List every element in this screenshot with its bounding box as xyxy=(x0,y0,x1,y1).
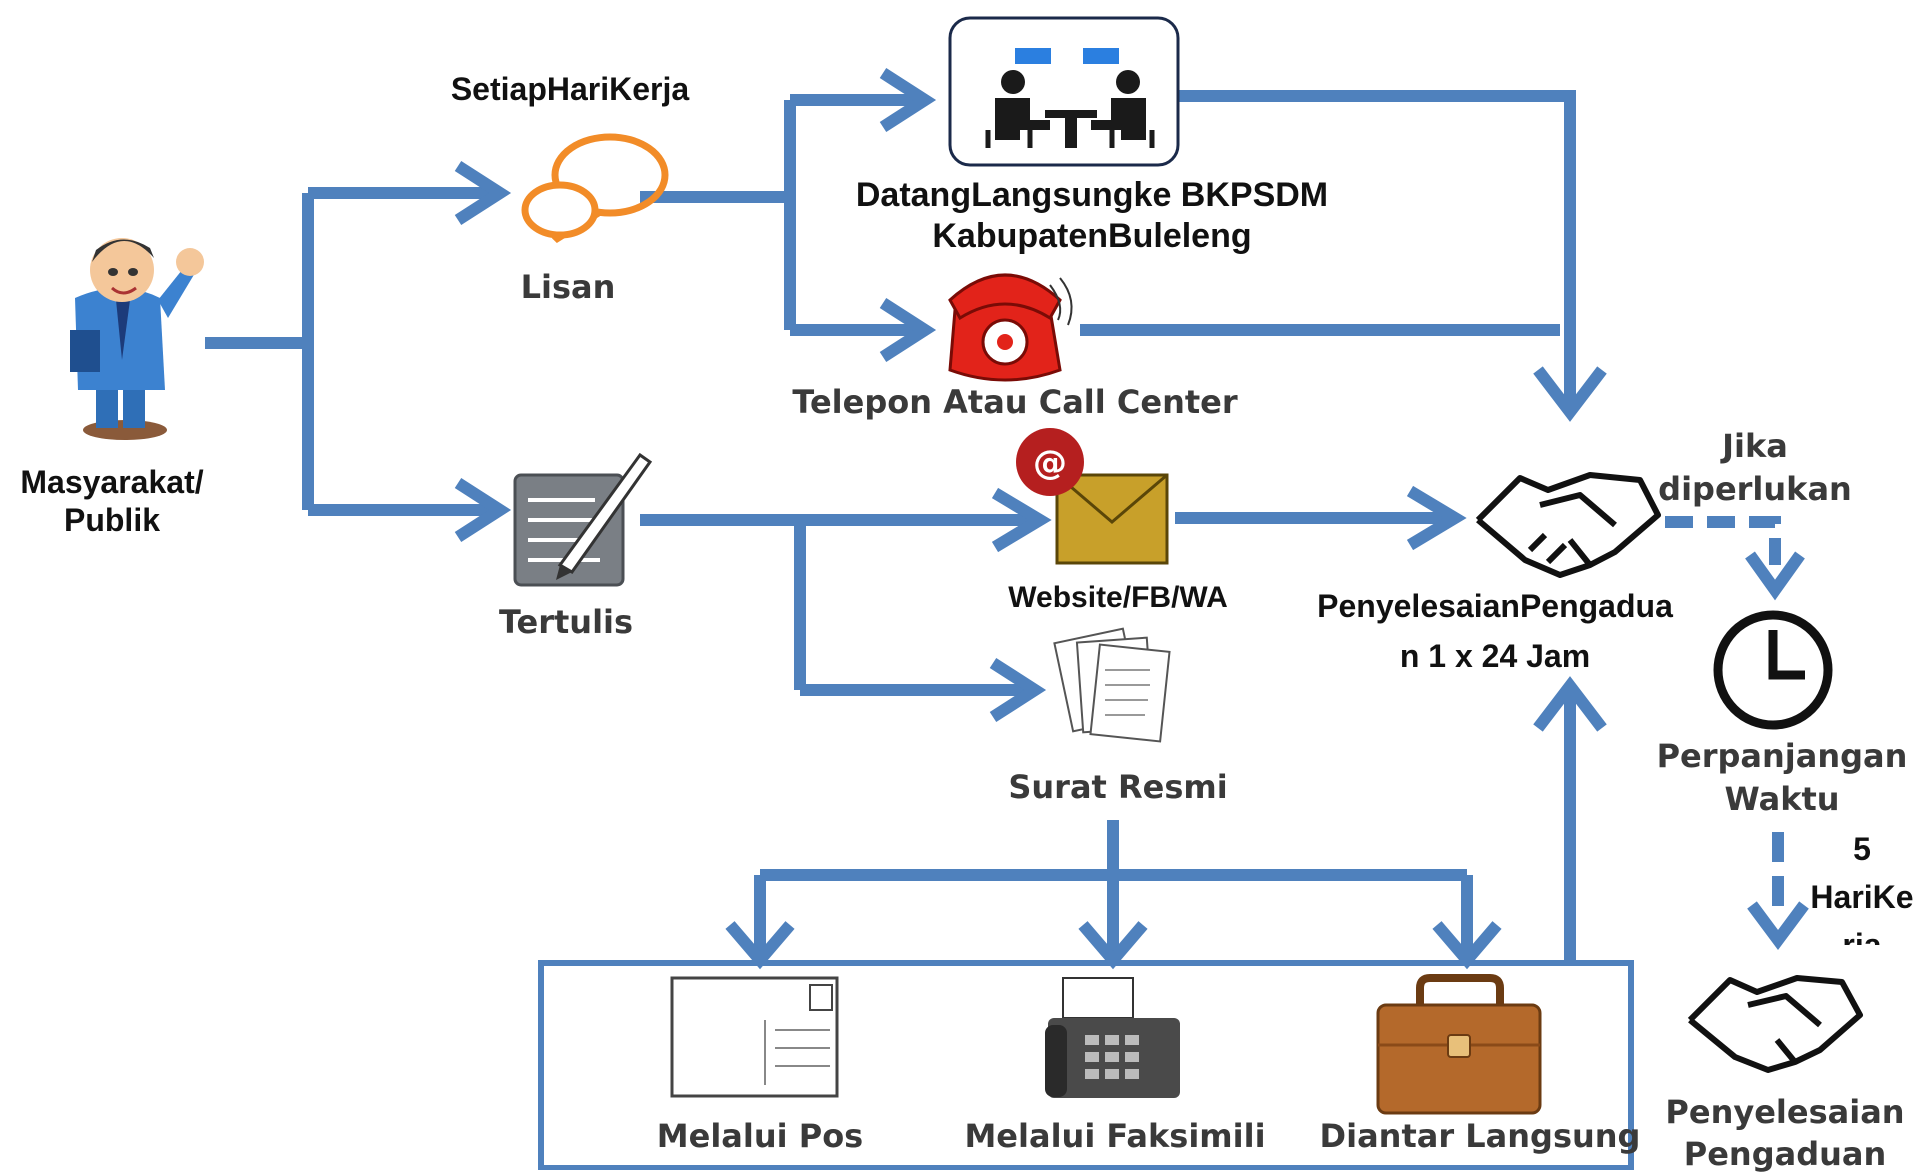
connector-lines xyxy=(205,67,1607,970)
datang-langsung-label: DatangLangsungke BKPSDM KabupatenBulelen… xyxy=(856,175,1328,257)
perpanjangan-line1: Perpanjangan xyxy=(1656,737,1908,775)
setiap-hari-kerja-label: SetiapHariKerja xyxy=(450,71,690,107)
jika-diperlukan-label: Jika diperlukan xyxy=(1658,425,1852,511)
documents-icon xyxy=(1053,627,1171,743)
jika-line2: diperlukan xyxy=(1658,470,1852,509)
penyelesaian-pengaduan-label: Penyelesaian Pengaduan xyxy=(1665,1092,1904,1175)
dashed-connectors xyxy=(1665,516,1809,951)
tertulis-label: Tertulis xyxy=(498,603,634,641)
lisan-label: Lisan xyxy=(520,268,616,306)
postcard-icon xyxy=(670,976,839,1098)
penyelesaian-line2: Pengaduan xyxy=(1683,1134,1887,1173)
delivery-methods-box xyxy=(538,960,1634,1170)
jika-line1: Jika xyxy=(1722,427,1788,465)
hari-line2: HariKe xyxy=(1810,879,1914,915)
penyelesaian-24-line1: PenyelesaianPengadua xyxy=(1317,588,1673,624)
surat-resmi-label: Surat Resmi xyxy=(1008,768,1228,806)
writing-icon xyxy=(513,452,653,587)
handshake-icon xyxy=(1475,472,1661,578)
lima-hari-kerja-label: 5 HariKe rja xyxy=(1810,825,1913,945)
hari-line1: 5 xyxy=(1853,831,1871,867)
datang-label-line1: DatangLangsungke BKPSDM xyxy=(855,176,1329,214)
briefcase-icon xyxy=(1376,974,1542,1115)
telephone-icon xyxy=(948,273,1073,382)
penyelesaian-line1: Penyelesaian xyxy=(1665,1093,1905,1131)
telepon-label: Telepon Atau Call Center xyxy=(792,383,1238,421)
publik-label-line1: Masyarakat/ xyxy=(20,464,204,500)
clock-icon xyxy=(1713,610,1833,730)
handshake-small-icon xyxy=(1687,975,1863,1073)
diantar-langsung-label: Diantar Langsung xyxy=(1319,1117,1641,1155)
melalui-pos-label: Melalui Pos xyxy=(656,1117,864,1155)
email-icon: @ xyxy=(1016,428,1169,565)
svg-text:@: @ xyxy=(1033,443,1067,483)
penyelesaian-24-line2: n 1 x 24 Jam xyxy=(1399,637,1591,674)
meeting-icon xyxy=(948,16,1180,167)
melalui-faksimili-label: Melalui Faksimili xyxy=(964,1117,1266,1155)
penyelesaian-24-label: PenyelesaianPengadua n 1 x 24 Jam xyxy=(1317,582,1673,681)
perpanjangan-waktu-label: Perpanjangan Waktu xyxy=(1657,735,1908,821)
fax-icon xyxy=(1045,977,1180,1098)
speech-bubbles-icon xyxy=(521,133,669,243)
publik-label-line2: Publik xyxy=(63,502,161,539)
person-icon xyxy=(70,238,204,440)
datang-label-line2: KabupatenBuleleng xyxy=(932,216,1252,255)
website-label: Website/FB/WA xyxy=(1008,581,1228,614)
perpanjangan-line2: Waktu xyxy=(1724,780,1840,819)
publik-label: Masyarakat/ Publik xyxy=(20,463,203,540)
hari-line3: rja xyxy=(1842,927,1882,945)
